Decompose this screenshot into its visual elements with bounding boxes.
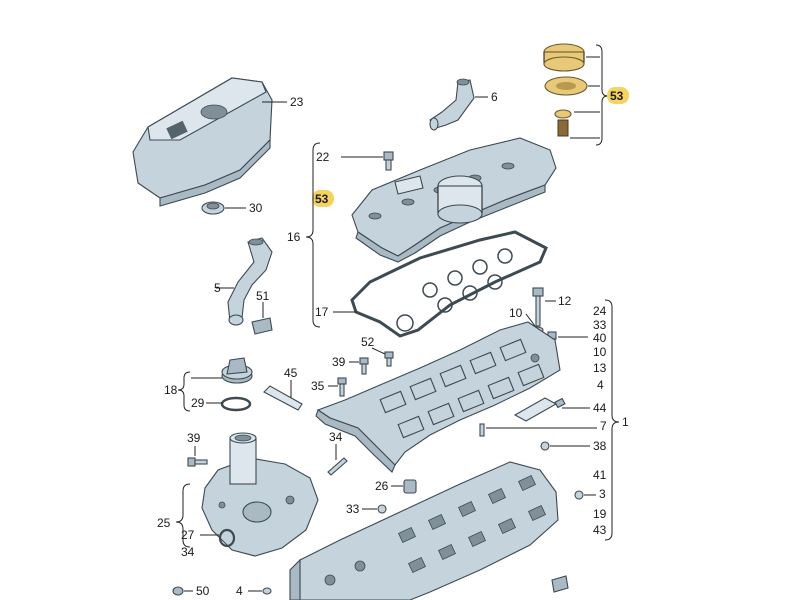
callout-44: 44 bbox=[593, 401, 607, 415]
pressure-regulator-diaphragm[interactable] bbox=[544, 76, 588, 96]
callout-4-left: 4 bbox=[236, 584, 243, 598]
callout-34-lower: 34 bbox=[181, 545, 195, 559]
oil-filler-cap[interactable] bbox=[221, 357, 253, 384]
callout-27: 27 bbox=[181, 528, 195, 542]
camshaft-housing[interactable] bbox=[315, 321, 561, 473]
callout-40: 40 bbox=[593, 331, 607, 345]
breather-hose-6[interactable] bbox=[429, 78, 475, 131]
pressure-regulator-spring[interactable] bbox=[554, 109, 572, 137]
screw-52[interactable] bbox=[384, 351, 394, 367]
cylinder-head[interactable] bbox=[289, 461, 559, 600]
callout-3: 3 bbox=[599, 487, 606, 501]
pressure-regulator-cap[interactable] bbox=[543, 43, 585, 72]
plug-3[interactable] bbox=[574, 490, 584, 500]
callout-33-left: 33 bbox=[346, 502, 360, 516]
callout-23: 23 bbox=[290, 95, 304, 109]
callout-10-right: 10 bbox=[593, 345, 607, 359]
valve-cover[interactable] bbox=[351, 137, 557, 263]
bolt-39-upper[interactable] bbox=[359, 357, 369, 375]
seal-27[interactable] bbox=[218, 528, 236, 548]
callout-7: 7 bbox=[600, 419, 607, 433]
callout-22: 22 bbox=[316, 150, 330, 164]
bolt-22[interactable] bbox=[383, 151, 394, 171]
highlight-badge bbox=[312, 190, 334, 207]
callout-13: 13 bbox=[593, 361, 607, 375]
plug-4[interactable] bbox=[262, 587, 272, 595]
callout-18: 18 bbox=[164, 383, 178, 397]
plug-38[interactable] bbox=[540, 441, 550, 451]
bolt-39-lower[interactable] bbox=[187, 457, 208, 467]
bolt-35[interactable] bbox=[337, 377, 347, 397]
seal-ring-30[interactable] bbox=[201, 201, 225, 215]
hose-clamp-51[interactable] bbox=[251, 317, 273, 335]
stud-34[interactable] bbox=[327, 457, 348, 476]
bolt-12[interactable] bbox=[532, 287, 544, 327]
bracket-clip[interactable] bbox=[551, 575, 569, 593]
callout-5: 5 bbox=[214, 281, 221, 295]
callout-50: 50 bbox=[196, 584, 210, 598]
callout-30: 30 bbox=[249, 201, 263, 215]
filler-cap-seal-29[interactable] bbox=[220, 396, 252, 412]
callout-33-right: 33 bbox=[593, 318, 607, 332]
callout-43: 43 bbox=[593, 523, 607, 537]
callout-29: 29 bbox=[191, 396, 205, 410]
breather-hose-5[interactable] bbox=[227, 237, 273, 326]
sealant-tube-44[interactable] bbox=[513, 397, 566, 422]
engine-cover[interactable] bbox=[132, 77, 273, 207]
callout-53-left: 53 bbox=[315, 192, 329, 206]
dowel-pin-7[interactable] bbox=[479, 423, 485, 437]
callout-38: 38 bbox=[593, 439, 607, 453]
callout-17: 17 bbox=[315, 305, 329, 319]
callout-16: 16 bbox=[287, 230, 301, 244]
callout-35: 35 bbox=[311, 379, 325, 393]
callout-10: 10 bbox=[509, 306, 523, 320]
callout-45: 45 bbox=[284, 366, 298, 380]
callout-41: 41 bbox=[593, 468, 607, 482]
sealant-tube-45[interactable] bbox=[263, 385, 303, 411]
highlight-badge bbox=[607, 87, 629, 104]
callout-6: 6 bbox=[491, 90, 498, 104]
callout-25: 25 bbox=[157, 516, 171, 530]
plug-50[interactable] bbox=[172, 586, 184, 596]
callout-53-top: 53 bbox=[610, 89, 624, 103]
callout-4-right: 4 bbox=[597, 378, 604, 392]
callout-39-upper: 39 bbox=[332, 355, 346, 369]
callout-51: 51 bbox=[256, 289, 270, 303]
callout-26: 26 bbox=[375, 479, 389, 493]
callout-39-lower: 39 bbox=[187, 431, 201, 445]
callout-19: 19 bbox=[593, 507, 607, 521]
callout-34-upper: 34 bbox=[329, 430, 343, 444]
valve-cover-gasket-17[interactable] bbox=[350, 230, 548, 338]
bushing-26[interactable] bbox=[403, 479, 417, 494]
callout-12: 12 bbox=[558, 294, 572, 308]
plug-33[interactable] bbox=[377, 504, 387, 514]
callout-24: 24 bbox=[593, 304, 607, 318]
callout-52: 52 bbox=[361, 335, 375, 349]
callout-1: 1 bbox=[622, 415, 629, 429]
